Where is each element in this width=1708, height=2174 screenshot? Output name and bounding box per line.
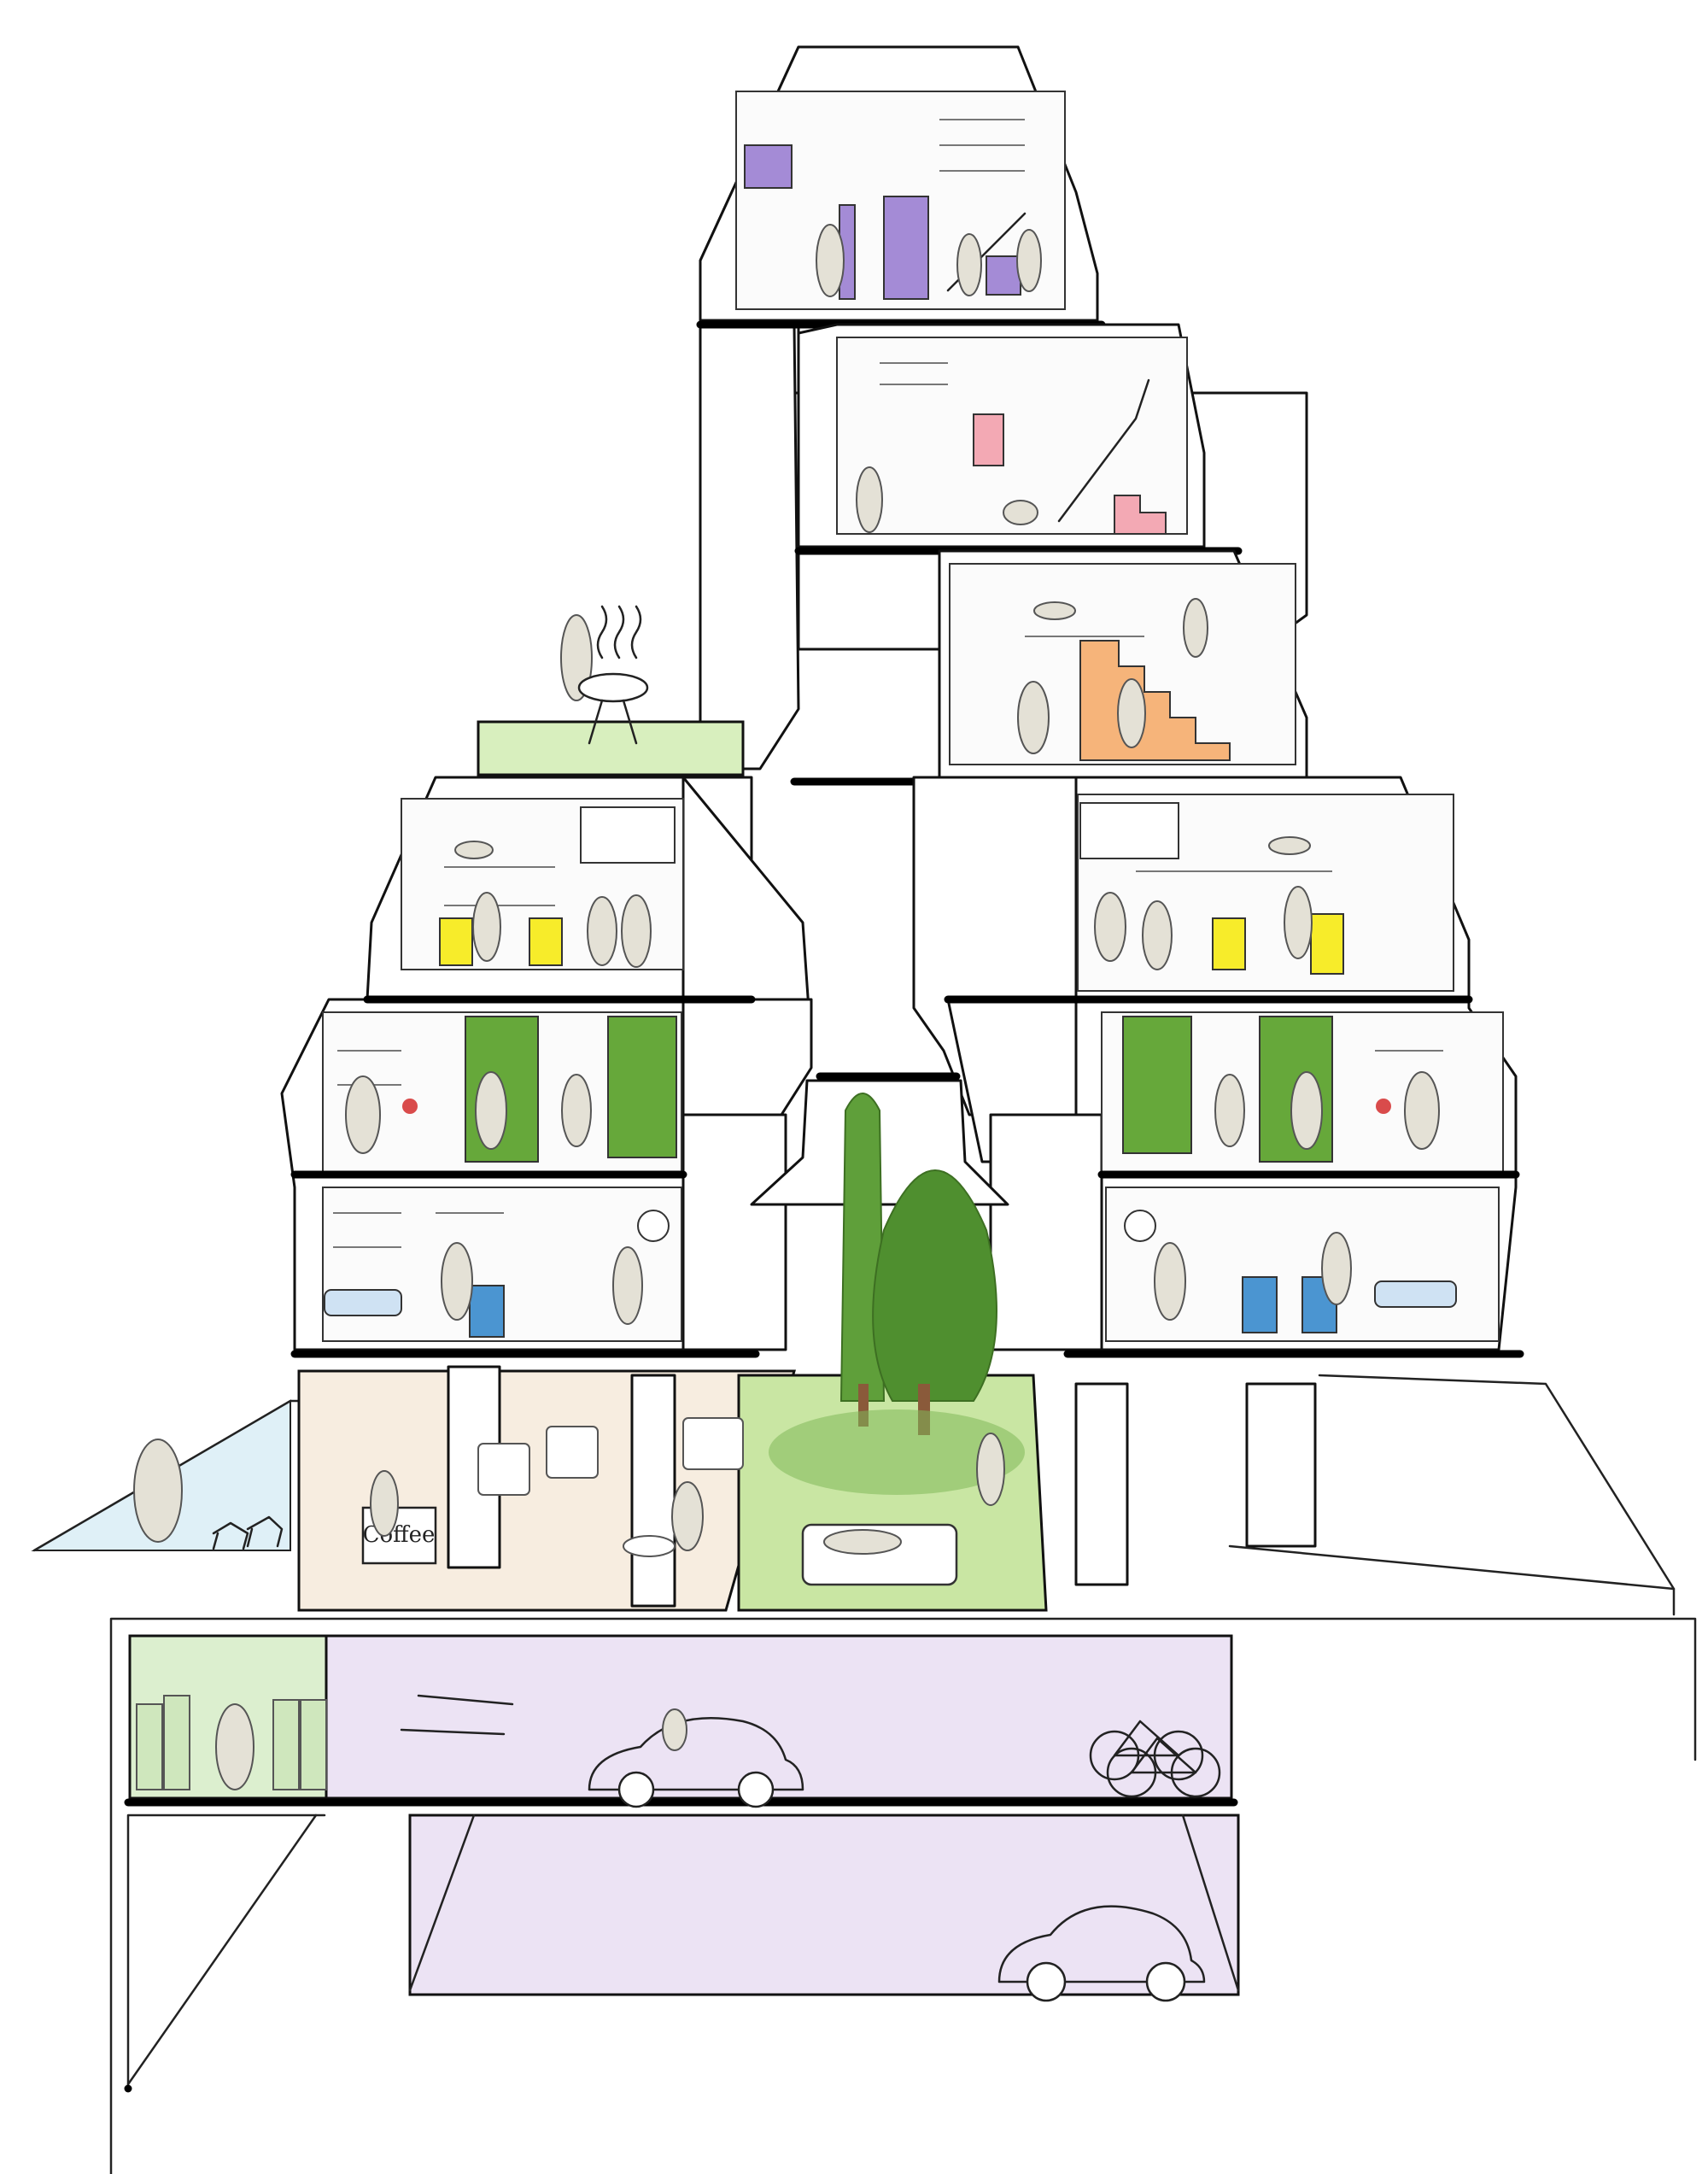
resident-figure — [561, 1074, 592, 1147]
wardrobe — [1079, 802, 1179, 859]
cafe-chair — [477, 1443, 530, 1496]
resident-figure — [475, 1071, 507, 1150]
green-cabinet — [1122, 1016, 1192, 1154]
blue-cabinet — [1242, 1276, 1278, 1333]
blue-cabinet — [469, 1285, 505, 1338]
resident-figure — [621, 894, 652, 968]
parking-level-1 — [325, 1634, 1233, 1800]
car-wheel — [1026, 1961, 1067, 2002]
dog-walker — [133, 1439, 284, 1550]
resident-figure — [856, 466, 883, 533]
resident-figure — [1094, 892, 1126, 962]
resident-figure — [1183, 598, 1208, 658]
resident-figure — [1321, 1232, 1352, 1305]
dog-icon — [246, 1515, 284, 1548]
right-floor-blue — [1105, 1187, 1500, 1342]
resident-figure — [1017, 681, 1050, 754]
resident-figure — [1214, 1074, 1245, 1147]
green-cabinet — [607, 1016, 677, 1158]
penthouse-floor — [699, 45, 1099, 322]
tower-floor-pink — [797, 323, 1206, 548]
resident-figure — [1142, 900, 1173, 970]
resident-figure — [587, 896, 617, 966]
purple-cabinet-upper — [744, 144, 793, 189]
cafe-chair — [546, 1426, 599, 1479]
right-floor-yellow — [1077, 794, 1454, 992]
washing-machine-icon — [1124, 1210, 1156, 1242]
resident-figure — [1154, 1242, 1186, 1321]
yellow-cabinet — [529, 917, 563, 966]
parked-car-lower — [997, 1905, 1206, 2002]
wardrobe — [580, 806, 676, 864]
green-roof-planter — [477, 720, 745, 776]
courtyard-garden — [769, 1093, 1025, 1586]
left-floor-green — [322, 1011, 682, 1175]
resident-figure — [1284, 886, 1313, 959]
left-floor-yellow — [401, 798, 684, 970]
resident-figure — [345, 1075, 381, 1154]
customer-figure — [671, 1481, 704, 1551]
purple-desk — [986, 255, 1021, 296]
resident-figure — [133, 1439, 183, 1543]
tall-tree-right — [872, 1169, 997, 1402]
pink-cabinet — [973, 413, 1004, 466]
barista-figure — [370, 1470, 399, 1537]
resident-figure — [1290, 1071, 1323, 1150]
yellow-cabinet — [439, 917, 473, 966]
flower-icon — [1376, 1099, 1391, 1114]
barbecue-grill — [577, 672, 649, 703]
flower-icon — [402, 1099, 418, 1114]
resident-figure — [1016, 229, 1042, 292]
tower-floor-orange — [938, 549, 1308, 779]
right-floor-green — [1101, 1011, 1504, 1175]
resident-figure — [1117, 678, 1146, 748]
orange-staircase — [1079, 640, 1231, 761]
resident-figure — [454, 841, 494, 859]
coffee-sign-label: Coffee — [363, 1522, 436, 1548]
resident-figure — [441, 1242, 473, 1321]
resident-figure — [1003, 500, 1038, 525]
resident-figure — [215, 1703, 254, 1790]
cafe: Coffee — [361, 1417, 744, 1565]
lockers — [136, 1695, 327, 1790]
yellow-cabinet — [1310, 913, 1344, 975]
pink-staircase — [1114, 495, 1167, 535]
resident-figure — [1268, 836, 1311, 855]
resident-figure — [612, 1246, 643, 1325]
resident-figure — [956, 233, 982, 296]
resident-figure — [1033, 601, 1076, 620]
car-wheel — [737, 1771, 775, 1808]
washing-machine-icon — [637, 1210, 670, 1242]
driver-figure — [662, 1708, 687, 1751]
cafe-chair — [682, 1417, 744, 1470]
cafe-table — [623, 1535, 676, 1557]
left-floor-blue — [322, 1187, 682, 1342]
parked-car — [588, 1708, 804, 1808]
smoke-icon — [596, 605, 608, 659]
roof-terrace — [477, 605, 745, 776]
smoke-icon — [613, 605, 625, 659]
bed — [1374, 1280, 1457, 1308]
garden-shrubs — [769, 1409, 1025, 1495]
resident-figure — [560, 614, 593, 701]
bed — [324, 1289, 402, 1316]
bicycles — [1089, 1720, 1221, 1798]
dog-icon — [212, 1521, 249, 1550]
gardener-figure — [976, 1433, 1005, 1506]
parking-level-2 — [408, 1814, 1240, 1996]
resident-figure — [816, 224, 845, 297]
resident-figure — [1404, 1071, 1440, 1150]
yellow-cabinet — [1212, 917, 1246, 970]
lounging-figure — [823, 1529, 902, 1555]
purple-wardrobe — [883, 196, 929, 300]
smoke-icon — [630, 605, 642, 659]
car-wheel — [1145, 1961, 1186, 2002]
resident-figure — [472, 892, 501, 962]
car-wheel — [617, 1771, 655, 1808]
